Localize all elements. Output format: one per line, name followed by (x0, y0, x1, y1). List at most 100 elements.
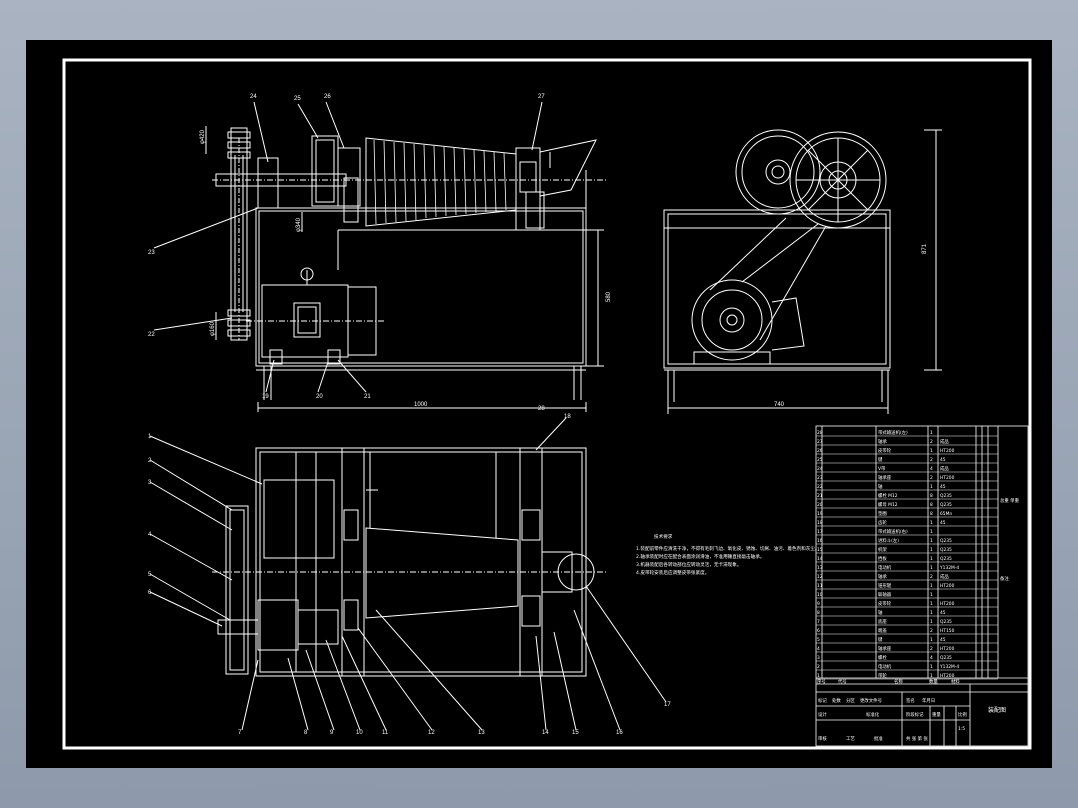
table-cell-qty: 1 (930, 664, 933, 670)
part-callout-11: 11 (382, 730, 389, 736)
table-cell-material: 45 (940, 457, 946, 463)
table-cell-qty: 2 (930, 439, 933, 445)
table-cell-no: 19 (817, 511, 823, 517)
table-cell-name: 螺栓 (878, 654, 887, 661)
tb-row1-count: 处数 (832, 697, 841, 704)
part-callout-25: 25 (294, 96, 301, 102)
table-cell-name: 进料斗(左) (878, 537, 899, 544)
table-cell-no: 26 (817, 448, 823, 454)
table-cell-qty: 1 (930, 484, 933, 490)
tb-row1-zone: 分区 (846, 697, 855, 704)
dim-overall-length: 1000 (414, 402, 428, 408)
table-cell-name: 螺栓 M12 (878, 492, 898, 499)
table-cell-no: 20 (817, 502, 823, 508)
top-view (149, 417, 667, 731)
parts-table (815, 425, 1029, 747)
part-callout-13: 13 (478, 730, 485, 736)
tb-row1-doc: 更改文件号 (860, 697, 883, 704)
table-cell-name: 轴承座 (878, 645, 892, 652)
table-cell-no: 3 (817, 655, 820, 661)
table-cell-no: 15 (817, 547, 823, 553)
table-cell-name: 底座 (878, 618, 887, 625)
table-cell-qty: 2 (930, 646, 933, 652)
table-cell-qty: 2 (930, 475, 933, 481)
table-cell-material: HT150 (940, 628, 955, 634)
tech-req-title: 技术要求 (654, 533, 673, 540)
part-callout-24: 24 (250, 94, 257, 100)
table-cell-material: HT200 (940, 448, 955, 454)
part-callout-22: 22 (148, 332, 155, 338)
table-cell-material: 45 (940, 610, 946, 616)
tb-row2-standard: 标准化 (866, 711, 880, 718)
table-cell-qty: 2 (930, 628, 933, 634)
table-cell-qty: 1 (930, 547, 933, 553)
table-cell-qty: 1 (930, 610, 933, 616)
table-cell-qty: 1 (930, 637, 933, 643)
drawing-name: 装配图 (988, 706, 1006, 714)
table-cell-material: HT200 (940, 646, 955, 652)
table-cell-qty: 1 (930, 601, 933, 607)
table-cell-no: 25 (817, 457, 823, 463)
part-callout-17: 17 (664, 702, 671, 708)
table-cell-no: 14 (817, 556, 823, 562)
tb-row3-review: 审核 (818, 735, 827, 742)
table-cell-material: HT200 (940, 673, 955, 679)
table-cell-material: 成品 (940, 465, 949, 472)
table-cell-no: 5 (817, 637, 820, 643)
table-cell-name: 轴 (878, 483, 883, 490)
table-cell-name: 锥形辊 (878, 582, 892, 589)
drawing-border (62, 58, 1032, 750)
table-cell-no: 22 (817, 484, 823, 490)
tb-row1-date: 年月日 (922, 697, 935, 704)
tb-row1-mark: 标记 (818, 697, 827, 704)
table-cell-name: 挡板 (878, 555, 887, 562)
table-cell-material: 45 (940, 637, 946, 643)
table-cell-no: 6 (817, 628, 820, 634)
table-cell-material: 成品 (940, 438, 949, 445)
part-callout-16: 16 (616, 730, 623, 736)
tb-row3-approve: 批准 (874, 735, 883, 742)
header-name: 名称 (894, 678, 903, 685)
part-callout-19: 19 (262, 394, 269, 400)
header-no: 序号 (817, 678, 826, 685)
table-cell-material: 成品 (940, 573, 949, 580)
part-callout-7: 7 (238, 730, 242, 736)
table-cell-name: 电动机 (878, 564, 892, 571)
tech-req-line-4: 4.皮带轮安装后应调整皮带张紧度。 (636, 569, 709, 576)
dim-left-top: φ420 (200, 129, 206, 144)
table-cell-qty: 8 (930, 502, 933, 508)
table-cell-name: 螺母 M12 (878, 501, 898, 508)
table-cell-name: 轴承 (878, 438, 887, 445)
tech-req-line-3: 3.机器装配后各转动部位应转动灵活，无卡滞现象。 (636, 561, 741, 568)
table-cell-no: 10 (817, 592, 823, 598)
table-cell-qty: 1 (930, 430, 933, 436)
dim-left-bottom: φ160 (210, 321, 216, 336)
table-cell-no: 4 (817, 646, 820, 652)
table-cell-material: 45 (940, 484, 946, 490)
table-cell-material: Y132M-4 (939, 664, 959, 670)
table-cell-material: Q235 (940, 538, 952, 544)
table-cell-no: 11 (817, 583, 823, 589)
table-cell-name: 键 (878, 456, 883, 463)
table-cell-qty: 1 (930, 619, 933, 625)
tb-row3-process: 工艺 (846, 736, 855, 742)
table-cell-no: 24 (817, 466, 823, 472)
table-cell-qty: 1 (930, 673, 933, 679)
table-cell-qty: 4 (930, 655, 933, 661)
table-cell-name: 垫圈 (878, 510, 887, 517)
table-cell-name: 端盖 (878, 627, 887, 634)
part-callout-4: 4 (148, 532, 152, 538)
tech-req-line-2: 2.轴承装配时应在配合表面涂润滑油，不准用锤直接敲击轴承。 (636, 553, 764, 560)
part-callout-5: 5 (148, 572, 152, 578)
part-callout-20: 20 (316, 394, 323, 400)
table-cell-name: 轴承 (878, 573, 887, 580)
side-text-b: 备注 (1000, 575, 1009, 582)
table-cell-material: Q235 (940, 619, 952, 625)
table-cell-no: 7 (817, 619, 820, 625)
table-cell-qty: 8 (930, 511, 933, 517)
part-callout-8: 8 (304, 730, 308, 736)
table-cell-qty: 2 (930, 574, 933, 580)
